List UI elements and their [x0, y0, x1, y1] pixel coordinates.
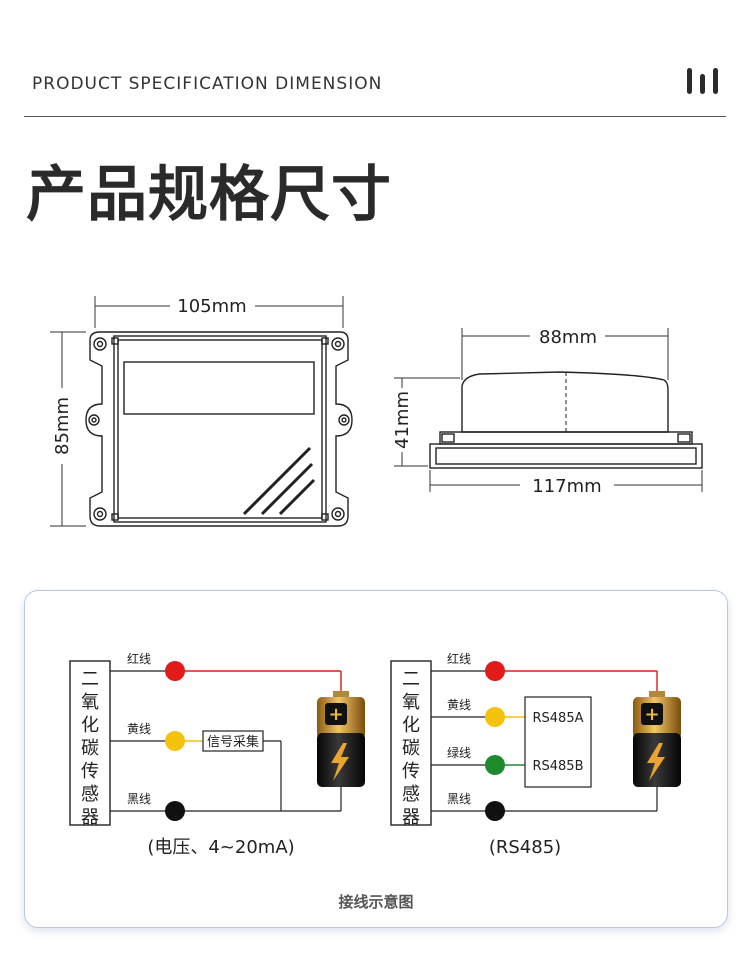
brand-logo-icon [687, 68, 718, 94]
front-view [85, 331, 353, 527]
side-bottom-width-label: 117mm [532, 476, 601, 497]
yellow-terminal-right [485, 707, 505, 727]
signal-acquisition-label: 信号采集 [207, 734, 259, 750]
wire-black-label-left: 黑线 [127, 792, 151, 806]
sensor-box-left [69, 660, 111, 826]
yellow-terminal-left [165, 731, 185, 751]
green-terminal-right [485, 755, 505, 775]
svg-text:+: + [644, 704, 659, 725]
rs485a-label: RS485A [533, 711, 584, 726]
wire-yellow-label-left: 黄线 [127, 722, 151, 736]
dimension-drawings: 105mm 85mm 88mm 41mm [50, 296, 703, 527]
side-top-width-dimension [461, 328, 669, 380]
rs485b-label: RS485B [532, 759, 583, 774]
wire-red-label-right: 红线 [447, 651, 471, 666]
signal-acquisition-box [202, 730, 264, 752]
red-terminal-left [165, 661, 185, 681]
side-view [429, 371, 703, 469]
side-bottom-width-dimension [429, 470, 703, 492]
wire-black-label-right: 黑线 [447, 792, 471, 806]
wiring-diagram: 二氧化碳传感器 红线 黄线 黑线 信号采集 [69, 651, 681, 911]
wiring-right: 二氧化碳传感器 红线 黄线 绿线 黑线 RS485A RS485B [390, 651, 681, 858]
battery-icon-left: + [317, 691, 365, 787]
front-width-label: 105mm [177, 296, 246, 317]
wire-yellow-label-right: 黄线 [447, 698, 471, 712]
wiring-left: 二氧化碳传感器 红线 黄线 黑线 信号采集 [69, 651, 365, 858]
mode-label-right: (RS485) [489, 837, 561, 858]
front-width-dimension [94, 296, 344, 328]
red-terminal-right [485, 661, 505, 681]
page-title: 产品规格尺寸 [26, 160, 392, 230]
header-divider [24, 116, 726, 117]
side-height-dimension [394, 377, 460, 467]
side-height-label: 41mm [392, 391, 413, 449]
wire-green-label-right: 绿线 [447, 745, 471, 760]
sensor-box-right [390, 660, 432, 826]
black-terminal-right [485, 801, 505, 821]
wire-red-label-left: 红线 [127, 651, 151, 666]
black-terminal-left [165, 801, 185, 821]
mode-label-left: (电压、4~20mA) [147, 837, 294, 858]
sensor-label-right: 二氧化碳传感器 [402, 669, 420, 828]
side-top-width-label: 88mm [539, 327, 597, 348]
sensor-label-left: 二氧化碳传感器 [81, 669, 99, 828]
rs485-box [524, 696, 592, 788]
wiring-diagram-panel: 二氧化碳传感器 红线 黄线 黑线 信号采集 [24, 590, 728, 928]
front-height-label: 85mm [52, 397, 73, 455]
front-height-dimension [50, 331, 86, 527]
svg-text:+: + [328, 704, 343, 725]
header-subtitle: PRODUCT SPECIFICATION DIMENSION [32, 74, 383, 94]
wiring-caption: 接线示意图 [338, 893, 413, 911]
battery-icon-right: + [633, 691, 681, 787]
